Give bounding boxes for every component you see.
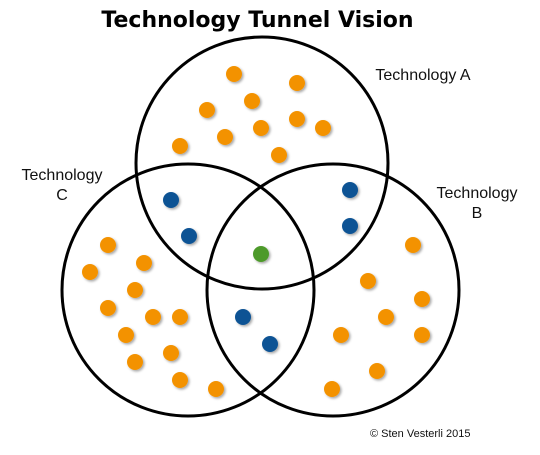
dot — [414, 291, 430, 307]
diagram-title: Technology Tunnel Vision — [101, 8, 414, 33]
dot — [172, 138, 188, 154]
dot — [378, 309, 394, 325]
dots-a-and-b — [342, 182, 358, 234]
dot — [145, 309, 161, 325]
dots-all-three — [253, 246, 269, 262]
label-technology-b: Technology B — [412, 184, 540, 224]
dot — [271, 147, 287, 163]
dot — [253, 120, 269, 136]
dots-only-a — [172, 66, 331, 163]
label-technology-a-line1: Technology A — [375, 67, 471, 84]
copyright-notice: © Sten Vesterli 2015 — [370, 428, 471, 440]
dots-b-and-c — [235, 309, 278, 352]
dot — [181, 228, 197, 244]
dot — [127, 354, 143, 370]
dot — [315, 120, 331, 136]
label-technology-b-line1: Technology — [436, 185, 518, 202]
dot — [369, 363, 385, 379]
dot — [226, 66, 242, 82]
dots-only-c — [82, 237, 224, 397]
dot — [127, 282, 143, 298]
dot — [414, 327, 430, 343]
dot — [172, 372, 188, 388]
dot — [342, 218, 358, 234]
dot — [342, 182, 358, 198]
dot — [217, 129, 233, 145]
dot — [235, 309, 251, 325]
dot — [333, 327, 349, 343]
circle-technology-c — [60, 162, 316, 418]
dot — [172, 309, 188, 325]
dot — [405, 237, 421, 253]
dot — [253, 246, 269, 262]
dot — [136, 255, 152, 271]
dot — [324, 381, 340, 397]
dot — [208, 381, 224, 397]
dot — [199, 102, 215, 118]
label-technology-b-line2: B — [471, 205, 483, 222]
label-technology-c-line2: C — [56, 187, 68, 204]
dot — [244, 93, 260, 109]
dot — [262, 336, 278, 352]
label-technology-c-line1: Technology — [21, 167, 103, 184]
dot — [289, 111, 305, 127]
dot — [360, 273, 376, 289]
label-technology-a: Technology A — [358, 66, 488, 86]
dot — [82, 264, 98, 280]
dot — [100, 237, 116, 253]
dot — [100, 300, 116, 316]
label-technology-c: Technology C — [0, 166, 124, 206]
circle-technology-a — [134, 35, 390, 291]
dots-only-b — [324, 237, 430, 397]
dot — [289, 75, 305, 91]
dot — [163, 345, 179, 361]
dots-a-and-c — [163, 192, 197, 244]
dot — [163, 192, 179, 208]
circle-technology-b — [205, 162, 461, 418]
dot — [118, 327, 134, 343]
